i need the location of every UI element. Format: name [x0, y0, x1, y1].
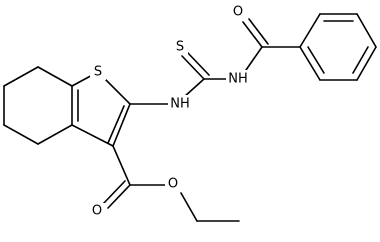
- atom-nh-amide: NH: [228, 72, 248, 87]
- atom-s-thiophene: S: [94, 65, 102, 80]
- atom-o-ester-carbonyl: O: [92, 204, 102, 219]
- label-bg-o-ester-alkoxy: [165, 176, 181, 192]
- bond-ph3: [356, 13, 377, 48]
- bond-ester-co-2: [102, 180, 126, 205]
- bond-layer: [3, 13, 377, 222]
- bond-th3: [112, 103, 131, 147]
- bond-ph-double2: [352, 46, 369, 74]
- atom-nh-amine: NH: [170, 97, 190, 112]
- bond-ch3: [37, 66, 73, 87]
- bond-ch6: [3, 124, 39, 145]
- bond-co-1: [242, 21, 263, 48]
- bond-nh-c: [183, 78, 205, 98]
- label-bg-s-thiophene: [90, 64, 106, 80]
- label-bg-s-thioxo: [172, 39, 188, 55]
- label-bg-o-carbonyl: [230, 4, 246, 20]
- atom-o-carbonyl: O: [233, 5, 243, 20]
- bond-ch2: [3, 66, 39, 87]
- bond-ester-co-1: [107, 184, 131, 209]
- bond-ph4: [356, 46, 377, 81]
- atom-label-layer: S NH S NH O O O: [89, 4, 250, 219]
- bond-ring-ester: [112, 145, 131, 186]
- bond-cs-2: [186, 51, 210, 76]
- bond-ph1: [299, 13, 321, 48]
- bond-nh2-c: [245, 46, 263, 71]
- bond-th4: [71, 124, 114, 147]
- bond-o-ch2: [180, 192, 198, 222]
- label-bg-o-ester-carbonyl: [89, 203, 105, 219]
- label-bg-nh-amide: [226, 70, 250, 88]
- bond-ch5: [37, 124, 73, 145]
- bond-th3-double: [107, 105, 125, 144]
- bond-ph-double3: [307, 46, 325, 74]
- atom-o-ester-alkoxy: O: [168, 177, 178, 192]
- atom-s-thioxo: S: [176, 40, 184, 55]
- bond-cs-1: [181, 55, 205, 80]
- bond-co-2: [248, 18, 269, 45]
- label-bg-nh-amine: [168, 95, 192, 113]
- bond-ph6: [299, 46, 321, 81]
